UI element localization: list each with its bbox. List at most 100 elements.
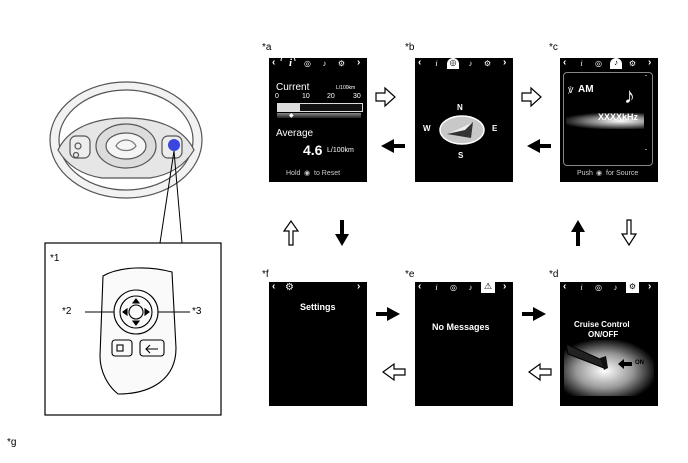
chevron-right-icon: ›	[648, 281, 652, 292]
chevron-left-icon: ‹	[563, 281, 567, 292]
arrow-left-filled-icon	[527, 139, 551, 153]
chevron-right-icon: ›	[503, 281, 507, 292]
chevron-right-icon: ›	[357, 281, 361, 292]
arrow-right-filled-icon	[376, 307, 400, 321]
average-unit: L/100km	[327, 147, 354, 154]
music-note-icon: ♪	[322, 59, 327, 68]
music-note-large-icon: ♪	[624, 83, 635, 108]
band-label: AM	[578, 84, 594, 95]
scale-10: 10	[302, 93, 310, 100]
arrow-right-hollow-icon	[521, 86, 542, 108]
cruise-title-1: Cruise Control	[574, 320, 630, 329]
screen-top-bar: ‹ ⚙ ›	[269, 281, 367, 294]
label-1: *1	[50, 253, 60, 264]
on-label: ON	[635, 360, 644, 366]
info-icon: i	[580, 59, 583, 68]
arrow-up-filled-icon	[571, 220, 585, 246]
scroll-up-icon: ˆ	[645, 76, 647, 82]
scale-0: 0	[275, 93, 279, 100]
unit-label: L/100km	[336, 85, 356, 91]
vehicle-settings-icon: ⚙	[483, 59, 492, 68]
source-glow	[566, 113, 644, 129]
scale-20: 20	[327, 93, 335, 100]
footer-source: for Source	[606, 170, 639, 177]
vehicle-settings-icon: ⚙	[628, 59, 637, 68]
radio-antenna-icon: ℣	[568, 86, 574, 95]
switch-module-icon	[99, 267, 177, 395]
screen-top-bar: ‹ i ◎ ♪ ⚙ ›	[560, 281, 658, 294]
music-note-icon: ♪	[468, 283, 473, 292]
average-label: Average	[276, 128, 314, 139]
arrow-down-filled-icon	[335, 220, 349, 246]
settings-title: Settings	[300, 302, 336, 312]
screen-cruise-control: ‹ i ◎ ♪ ⚙ › Cruise Control ON/OFF ON	[560, 281, 658, 406]
vehicle-settings-icon: ⚙	[626, 282, 639, 293]
info-icon: i	[288, 57, 293, 69]
label-c: *c	[549, 42, 558, 53]
chevron-left-icon: ‹	[272, 57, 276, 68]
label-g: *g	[7, 437, 17, 448]
info-icon: i	[580, 283, 583, 292]
audio-panel	[563, 72, 653, 166]
screen-top-bar: ‹ i ◎ ♪ ⚙ ›	[269, 57, 367, 70]
compass-icon: ◎	[595, 283, 602, 292]
compass-icon: ◎	[450, 283, 457, 292]
frequency-label: XXXXkHz	[598, 112, 639, 122]
chevron-left-icon: ‹	[563, 57, 567, 68]
music-note-icon: ♪	[468, 59, 473, 68]
arrow-down-hollow-icon	[620, 219, 638, 247]
chevron-left-icon: ‹	[418, 57, 422, 68]
screen-top-bar: ‹ i ◎ ♪ ⚙ ›	[415, 57, 513, 70]
chevron-left-icon: ‹	[272, 281, 276, 292]
label-e: *e	[405, 269, 415, 280]
music-note-icon: ♪	[610, 58, 622, 69]
info-icon: i	[435, 283, 438, 292]
label-3: *3	[192, 306, 202, 317]
footer-hold: Hold	[286, 170, 301, 177]
push-button-icon: ◉	[304, 170, 311, 177]
scale-30: 30	[353, 93, 361, 100]
steering-wheel-icon	[49, 81, 203, 199]
compass-icon: ◎	[304, 59, 311, 68]
scroll-down-icon: ˇ	[645, 150, 647, 156]
cruise-lever-icon	[565, 343, 632, 370]
chevron-right-icon: ›	[503, 57, 507, 68]
screen-messages: ‹ i ◎ ♪ ⚠ › No Messages	[415, 281, 513, 406]
control-button-highlight	[168, 139, 180, 151]
footer-push: Push	[577, 170, 593, 177]
chevron-right-icon: ›	[357, 57, 361, 68]
label-f: *f	[262, 269, 269, 280]
compass-icon: ◎	[595, 59, 602, 68]
arrow-right-hollow-icon	[375, 86, 396, 108]
current-label: Current	[276, 82, 310, 93]
compass-w: W	[423, 124, 431, 133]
chevron-left-icon: ‹	[418, 281, 422, 292]
arrow-left-hollow-icon	[527, 362, 552, 382]
fuel-bar	[277, 103, 363, 112]
footer-reset: to Reset	[314, 170, 341, 177]
screen-audio: ‹ i ◎ ♪ ⚙ › ℣ AM ♪ XXXXkHz ˆ ˇ Push ◉ fo…	[560, 57, 658, 182]
gear-icon: ⚙	[285, 282, 294, 293]
label-b: *b	[405, 42, 415, 53]
info-icon: i	[435, 59, 438, 68]
warning-icon: ⚠	[481, 282, 495, 293]
history-bar	[277, 113, 361, 118]
arrow-right-filled-icon	[522, 307, 546, 321]
label-d: *d	[549, 269, 559, 280]
compass-e: E	[492, 124, 498, 133]
compass-rose-icon	[439, 115, 485, 145]
music-note-icon: ♪	[613, 283, 618, 292]
compass-n: N	[457, 103, 463, 112]
fuel-bar-fill	[278, 104, 300, 111]
arrow-up-hollow-icon	[282, 219, 300, 246]
no-messages-text: No Messages	[432, 322, 490, 332]
screen-top-bar: ‹ i ◎ ♪ ⚠ ›	[415, 281, 513, 294]
compass-s: S	[458, 151, 464, 160]
marker-icon: ◆	[289, 113, 294, 119]
vehicle-settings-icon: ⚙	[337, 59, 346, 68]
compass-icon: ◎	[447, 58, 459, 69]
label-a: *a	[262, 42, 272, 53]
screen-settings: ‹ ⚙ › Settings	[269, 281, 367, 406]
push-button-icon: ◉	[596, 170, 603, 177]
